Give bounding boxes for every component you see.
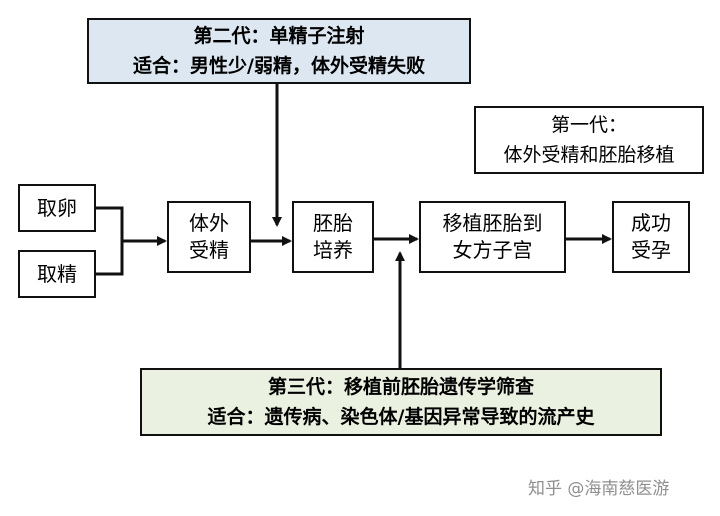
step-in-vitro-fertilization: 体外 受精 <box>167 201 251 273</box>
third-generation-title: 第三代：移植前胚胎遗传学筛查 <box>267 376 534 398</box>
watermark: 知乎 @海南慈医游 <box>528 479 670 499</box>
first-generation-title: 第一代： <box>550 114 627 136</box>
step-culture-line1: 胚胎 <box>313 211 353 235</box>
second-generation-title: 第二代：单精子注射 <box>193 25 365 47</box>
step-transfer-line1: 移植胚胎到 <box>442 211 543 235</box>
step-egg-label: 取卵 <box>37 195 77 220</box>
first-generation-desc: 体外受精和胚胎移植 <box>503 144 675 166</box>
first-generation-box: 第一代： 体外受精和胚胎移植 <box>474 106 704 174</box>
step-sperm-collection: 取精 <box>18 250 96 298</box>
step-culture-line2: 培养 <box>313 238 353 262</box>
merge-bracket <box>95 206 124 276</box>
second-generation-box: 第二代：单精子注射 适合：男性少/弱精，体外受精失败 <box>87 18 471 84</box>
step-ivf-line2: 受精 <box>189 238 229 262</box>
third-generation-desc: 适合：遗传病、染色体/基因异常导致的流产史 <box>207 406 595 428</box>
step-embryo-transfer: 移植胚胎到 女方子宫 <box>419 201 566 273</box>
step-transfer-line2: 女方子宫 <box>452 238 533 262</box>
step-pregnancy-success: 成功 受孕 <box>612 201 690 273</box>
step-embryo-culture: 胚胎 培养 <box>292 201 374 273</box>
step-egg-retrieval: 取卵 <box>18 184 96 232</box>
third-generation-box: 第三代：移植前胚胎遗传学筛查 适合：遗传病、染色体/基因异常导致的流产史 <box>140 368 662 436</box>
step-sperm-label: 取精 <box>37 261 77 286</box>
second-generation-desc: 适合：男性少/弱精，体外受精失败 <box>133 55 425 77</box>
step-success-line2: 受孕 <box>631 238 671 262</box>
step-ivf-line1: 体外 <box>189 211 229 235</box>
step-success-line1: 成功 <box>631 211 671 235</box>
